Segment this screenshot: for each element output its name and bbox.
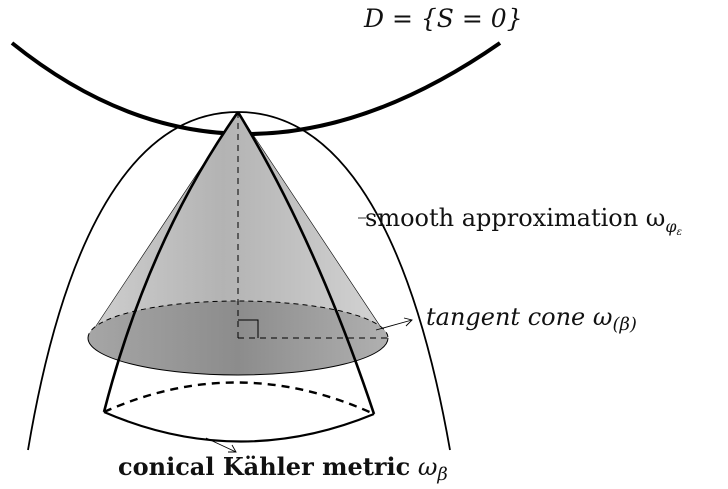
conical-metric-arrow bbox=[205, 437, 237, 453]
right-angle-mark bbox=[238, 319, 259, 338]
smooth-approximation-subscript: φε bbox=[665, 216, 683, 239]
divisor-label: D = {S = 0} bbox=[364, 4, 523, 33]
conical-metric-subscript: β bbox=[437, 464, 448, 486]
conical-metric-label: conical Kähler metric ωβ bbox=[118, 452, 448, 485]
smooth-approximation-label: smooth approximation ωφε bbox=[365, 204, 682, 238]
tangent-cone-subscript: (β) bbox=[612, 314, 637, 336]
tangent-cone-arrow bbox=[375, 319, 413, 331]
divisor-curve bbox=[10, 41, 502, 136]
tangent-cone-base-front bbox=[87, 337, 389, 376]
conical-metric-bottom-front bbox=[103, 410, 375, 443]
tangent-cone-arrowhead bbox=[403, 317, 413, 327]
conical-metric-omega: ω bbox=[417, 453, 438, 481]
conical-metric-left-edge bbox=[102, 111, 240, 413]
conical-metric-text: conical Kähler metric bbox=[118, 452, 411, 481]
smooth-approximation-text: smooth approximation ω bbox=[365, 204, 666, 232]
conical-metric-bottom-back bbox=[103, 381, 375, 416]
divisor-text: D = {S = 0} bbox=[364, 4, 523, 33]
tangent-cone-label: tangent cone ω(β) bbox=[426, 303, 637, 335]
conical-metric-arrowhead bbox=[228, 444, 237, 453]
conical-metric-right-edge bbox=[236, 111, 376, 415]
tangent-cone-text: tangent cone ω bbox=[426, 303, 613, 331]
tangent-cone-right-edge bbox=[237, 111, 389, 339]
